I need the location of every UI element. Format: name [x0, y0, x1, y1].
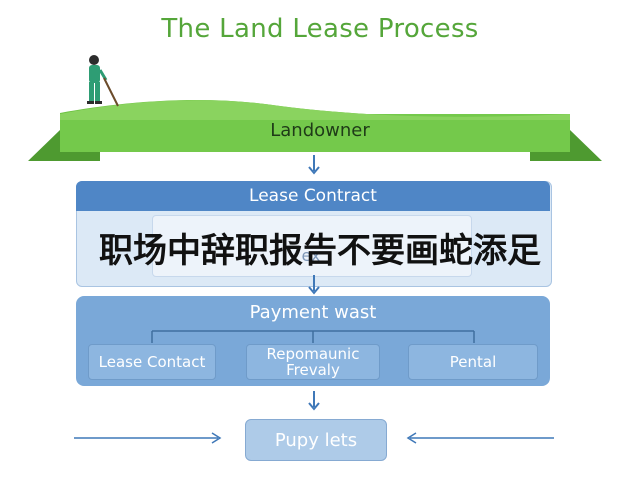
payment-item-label: Repomaunic Frevaly: [266, 345, 360, 379]
overlay-banner-text: 职场中辞职报告不要画蛇添足: [99, 231, 541, 271]
bottom-step-box: Pupy lets: [245, 419, 387, 461]
payment-item-repomaunic: Repomaunic Frevaly: [246, 344, 380, 380]
payment-connector: [151, 330, 475, 343]
payment-item-lease-contact: Lease Contact: [88, 344, 216, 380]
arrow-right-icon: [74, 432, 222, 444]
landowner-label: Landowner: [270, 120, 370, 141]
landowner-band: [28, 100, 602, 161]
arrow-down-icon: [308, 391, 320, 411]
arrow-left-icon: [406, 432, 554, 444]
lease-contract-inner-text: ex: [301, 246, 321, 265]
payment-item-pental: Pental: [408, 344, 538, 380]
diagram-title: The Land Lease Process: [161, 14, 479, 44]
payment-title: Payment wast: [249, 302, 377, 323]
payment-item-label: Lease Contact: [98, 353, 206, 371]
bottom-step-label: Pupy lets: [274, 429, 358, 451]
arrow-down-icon: [308, 275, 320, 295]
lease-contract-inner-box: [152, 215, 472, 277]
lease-contract-header: [76, 181, 550, 211]
person-figure-icon: [87, 55, 119, 107]
payment-item-label: Pental: [449, 353, 497, 371]
arrow-down-icon: [308, 155, 320, 175]
lease-contract-title: Lease Contract: [249, 186, 377, 206]
